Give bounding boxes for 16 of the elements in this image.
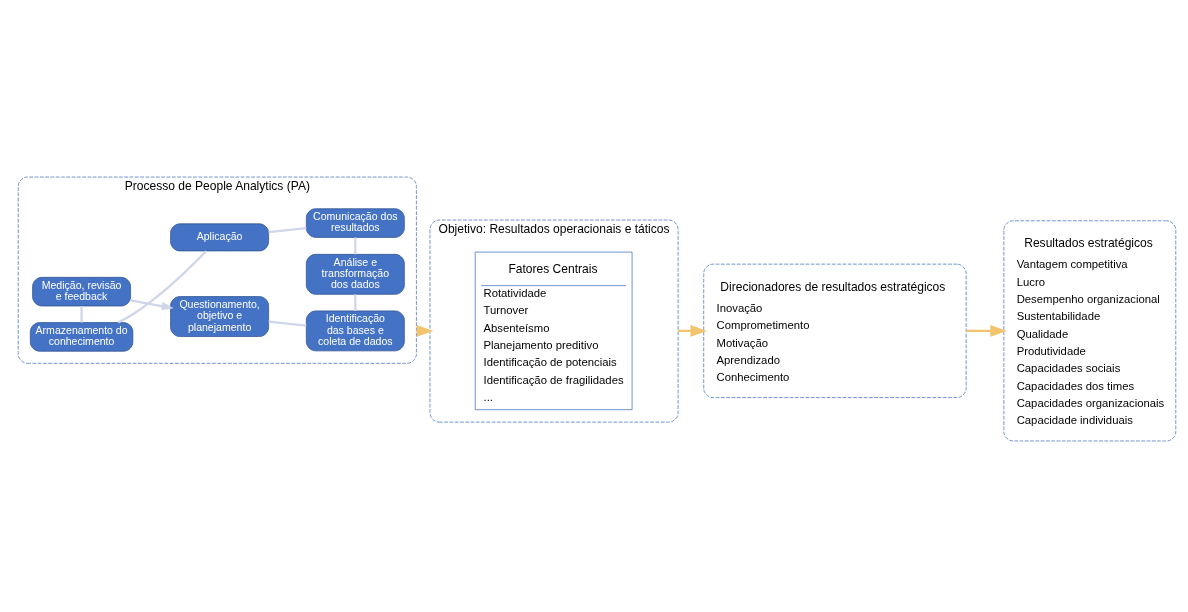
connector xyxy=(268,227,307,234)
connector xyxy=(80,306,83,323)
node-box: Armazenamento do conhecimento xyxy=(29,322,134,352)
node-box: Aplicação xyxy=(170,223,269,252)
node-box: Fatores Centrais Rotatividade Turnover Absenteísmo Planejamento preditivo Identificação de potenciais Identificação de fragilidades ... xyxy=(474,251,633,411)
node-box: Identificação das bases e coleta de dados xyxy=(305,310,405,352)
node-box: Medição, revisão e feedback xyxy=(32,276,131,307)
connector xyxy=(268,320,307,327)
node-box: Comunicação dos resultados xyxy=(305,208,405,238)
node-box: Resultados estratégicos Vantagem competitiva Lucro Desempenho organizacional Sustentabilidade Qualidade Produtividade Capacidades sociais Capacidades dos times Capacidades organizacionais Capacidade individuais xyxy=(1003,220,1177,442)
node-box: Direcionadores de resultados estratégicos Inovação Comprometimento Motivação Aprendizado Conhecimento xyxy=(703,263,967,398)
arrow xyxy=(966,325,1007,337)
connector xyxy=(117,250,207,324)
arrow xyxy=(130,299,174,311)
node-box: Análise e transformação dos dados xyxy=(305,253,405,295)
node-box: Questionamento, objetivo e planejamento xyxy=(170,296,269,337)
